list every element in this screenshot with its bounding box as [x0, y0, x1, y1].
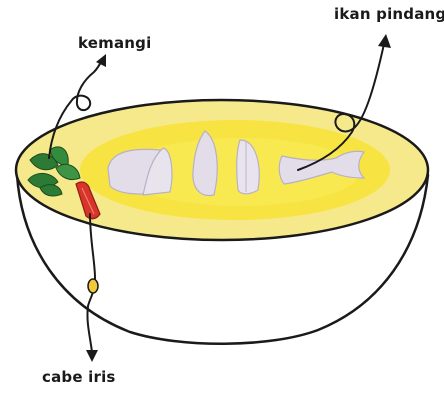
label-kemangi: kemangi: [78, 34, 151, 52]
label-cabe-iris: cabe iris: [42, 368, 116, 386]
kemangi-arrowhead: [96, 54, 106, 67]
cabe-leader-loop: [88, 279, 98, 293]
ikan-arrowhead: [378, 34, 391, 48]
cabe-arrowhead: [86, 350, 98, 362]
label-ikan-pindang: ikan pindang: [334, 5, 444, 23]
